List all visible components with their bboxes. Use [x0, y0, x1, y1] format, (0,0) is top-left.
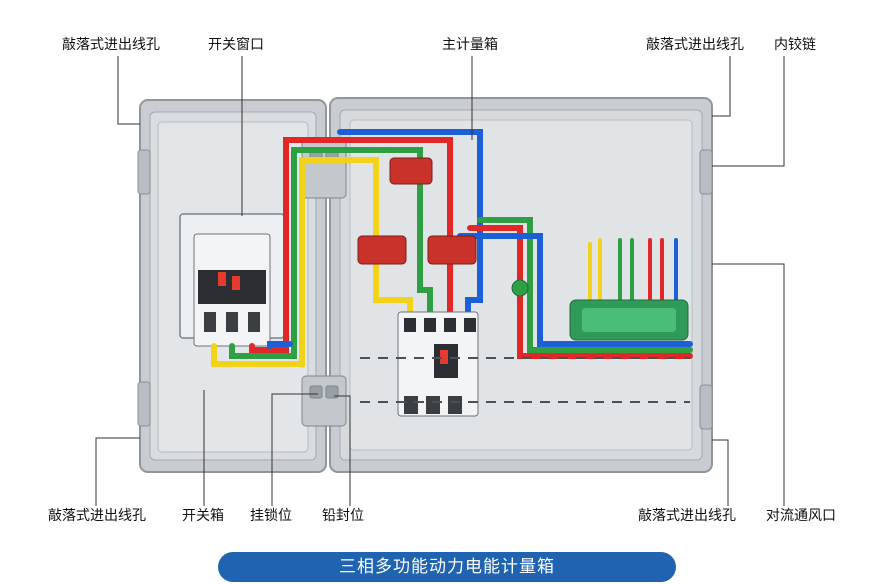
switch-box-wiring: [211, 137, 343, 367]
meter-box-wiring: [337, 129, 693, 359]
main-circuit-breaker: [397, 311, 479, 417]
leader-lines: [95, 56, 785, 506]
title-banner: 三相多功能动力电能计量箱: [218, 552, 676, 582]
terminal-block: [569, 299, 689, 341]
label-bottom-left-knockout: 敲落式进出线孔: [48, 508, 146, 524]
label-switch-window: 开关窗口: [208, 37, 264, 53]
indicator-light-icon: [511, 279, 529, 297]
label-top-left-knockout: 敲落式进出线孔: [62, 37, 160, 53]
current-transformers: [357, 157, 477, 265]
left-edge-clips: [137, 149, 151, 427]
label-convection-vent: 对流通风口: [766, 508, 836, 524]
label-bottom-right-knockout: 敲落式进出线孔: [638, 508, 736, 524]
label-top-right-knockout: 敲落式进出线孔: [646, 37, 744, 53]
label-main-meter-box: 主计量箱: [442, 37, 498, 53]
mounting-guides: [360, 357, 690, 403]
inner-hinge-icon: [699, 149, 713, 430]
label-padlock-position: 挂锁位: [250, 508, 292, 524]
left-circuit-breaker: [193, 233, 271, 347]
label-lead-seal-position: 铅封位: [322, 508, 364, 524]
label-switch-box: 开关箱: [182, 508, 224, 524]
label-inner-hinge: 内铰链: [774, 37, 816, 53]
